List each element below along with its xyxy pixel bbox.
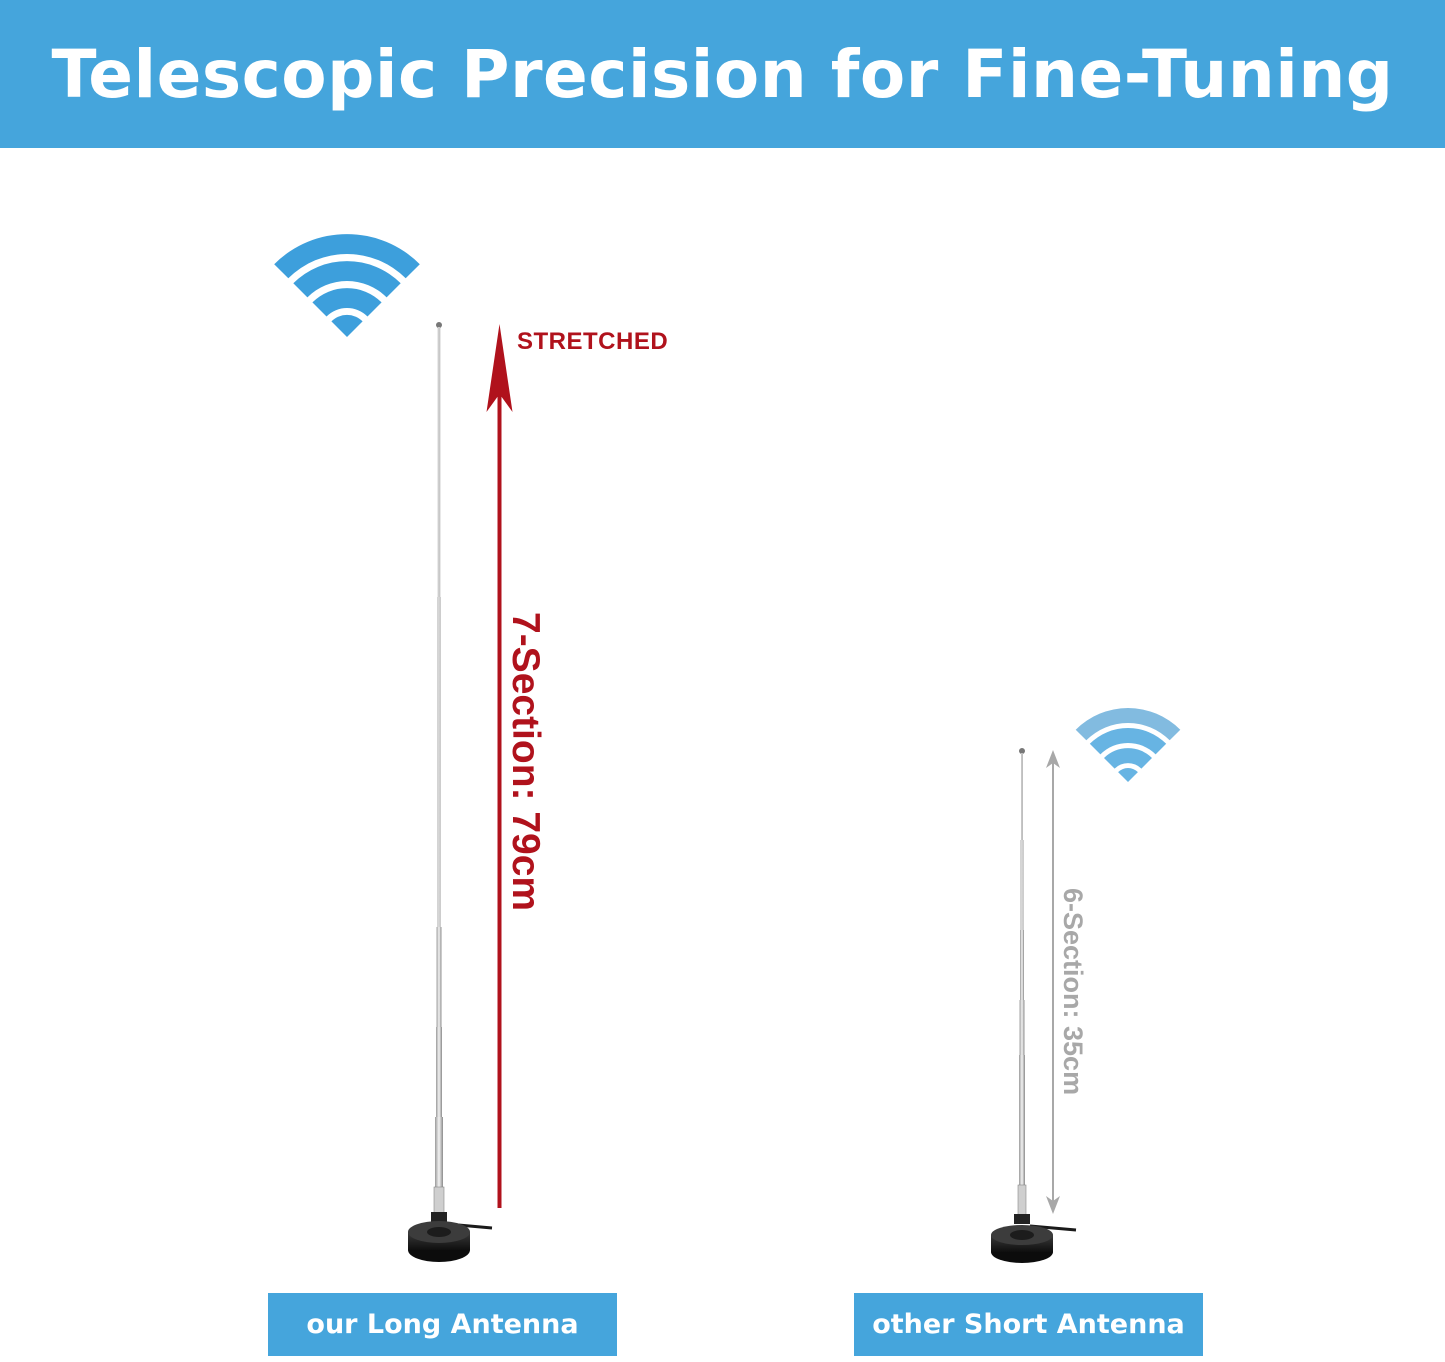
short-antenna-caption: other Short Antenna [854,1293,1203,1356]
long-antenna-caption: our Long Antenna [268,1293,617,1356]
short-section-label: 6-Section: 35cm [1058,888,1088,1095]
wifi-signal-icon-faded [1075,708,1181,782]
long-section-label: 7-Section: 79cm [504,612,547,911]
long-antenna [408,322,493,1262]
short-antenna-caption-text: other Short Antenna [872,1309,1185,1340]
wifi-signal-icon [274,234,420,337]
page-title: Telescopic Precision for Fine-Tuning [51,35,1394,113]
stretched-label: STRETCHED [517,328,668,355]
header-banner: Telescopic Precision for Fine-Tuning [0,0,1445,148]
short-antenna [991,748,1077,1263]
long-antenna-caption-text: our Long Antenna [306,1309,579,1340]
short-length-arrow [1046,750,1060,1214]
stretched-arrow [486,324,513,1208]
